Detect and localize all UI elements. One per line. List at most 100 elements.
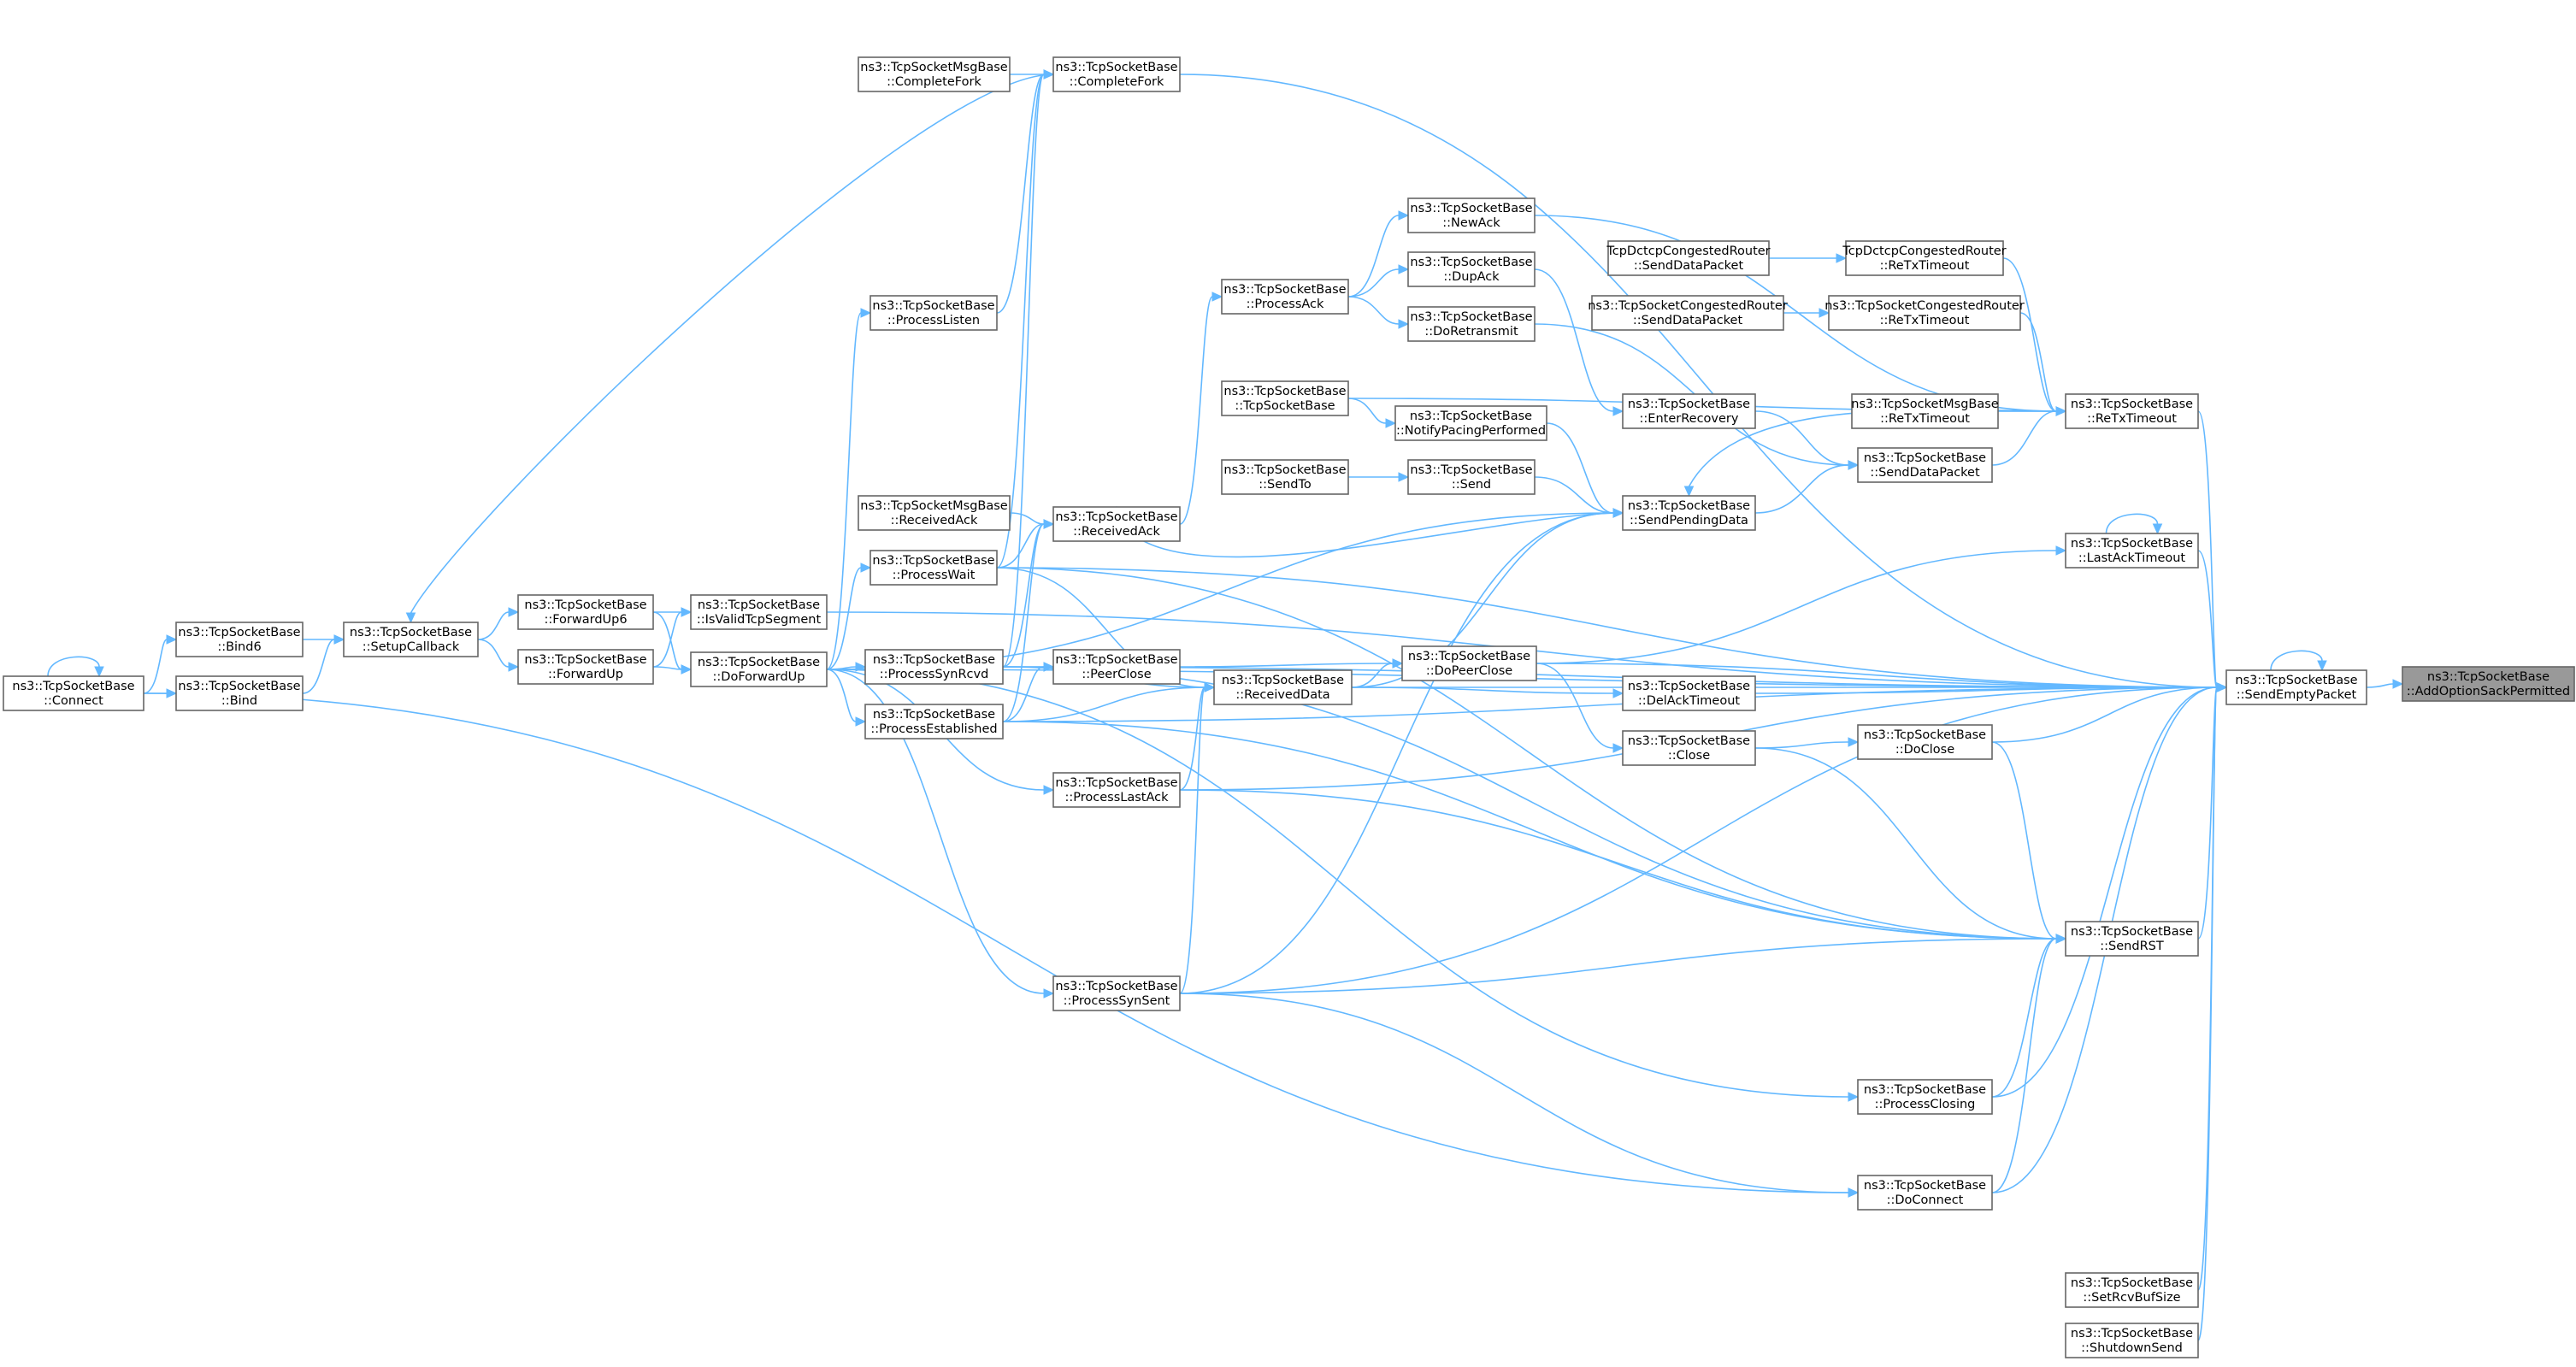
node-MsgCompleteFork[interactable]: ns3::TcpSocketMsgBase::CompleteFork bbox=[858, 56, 1011, 92]
node-label-line2: ::SendPendingData bbox=[1630, 514, 1748, 527]
node-Bind6[interactable]: ns3::TcpSocketBase::Bind6 bbox=[175, 622, 304, 657]
node-label-line2: ::DelAckTimeout bbox=[1638, 694, 1740, 708]
node-NewAck[interactable]: ns3::TcpSocketBase::NewAck bbox=[1407, 197, 1536, 233]
node-NotifyPacingPerformed[interactable]: ns3::TcpSocketBase::NotifyPacingPerforme… bbox=[1394, 405, 1547, 441]
node-Bind[interactable]: ns3::TcpSocketBase::Bind bbox=[175, 675, 304, 711]
node-label-line2: ::ReceivedAck bbox=[891, 514, 978, 527]
node-DoForwardUp[interactable]: ns3::TcpSocketBase::DoForwardUp bbox=[690, 651, 828, 687]
node-label-line2: ::ProcessAck bbox=[1247, 298, 1324, 311]
edge-ProcessSynSent-to-SendRST bbox=[1179, 934, 2067, 994]
node-CongReTxTimeout[interactable]: ns3::TcpSocketCongestedRouter::ReTxTimeo… bbox=[1824, 295, 2025, 331]
edge-SendDataPacket-to-ReTxTimeout bbox=[1991, 406, 2067, 466]
edge-DoPeerClose-to-LastAckTimeout bbox=[1536, 545, 2067, 664]
node-DctcpReTxTimeout[interactable]: TcpDctcpCongestedRouter::ReTxTimeout bbox=[1842, 240, 2007, 276]
node-SendEmptyPacket[interactable]: ns3::TcpSocketBase::SendEmptyPacket bbox=[2225, 669, 2367, 705]
node-AddOptionSackPermitted[interactable]: ns3::TcpSocketBase::AddOptionSackPermitt… bbox=[2402, 666, 2575, 702]
node-label-line1: ns3::TcpSocketBase bbox=[1864, 1179, 1986, 1193]
node-SetupCallback[interactable]: ns3::TcpSocketBase::SetupCallback bbox=[343, 622, 479, 657]
edge-Connect-to-Bind6 bbox=[143, 634, 178, 694]
node-label-line1: ns3::TcpSocketBase bbox=[1055, 776, 1177, 790]
node-label-line2: ::ProcessListen bbox=[887, 314, 980, 327]
node-ReceivedData[interactable]: ns3::TcpSocketBase::ReceivedData bbox=[1213, 669, 1353, 705]
node-DelAckTimeout[interactable]: ns3::TcpSocketBase::DelAckTimeout bbox=[1622, 675, 1756, 711]
node-label-line1: ns3::TcpSocketBase bbox=[1864, 728, 1986, 742]
node-DoClose[interactable]: ns3::TcpSocketBase::DoClose bbox=[1857, 724, 1993, 760]
node-SendPendingData[interactable]: ns3::TcpSocketBase::SendPendingData bbox=[1622, 495, 1756, 531]
edge-Close-to-DoClose bbox=[1754, 737, 1860, 749]
node-label-line2: ::SendRST bbox=[2100, 940, 2164, 953]
node-label-line2: ::ProcessWait bbox=[893, 569, 976, 582]
node-DoPeerClose[interactable]: ns3::TcpSocketBase::DoPeerClose bbox=[1401, 645, 1537, 681]
edge-SetupCallback-to-ForwardUp6 bbox=[477, 607, 520, 640]
node-EnterRecovery[interactable]: ns3::TcpSocketBase::EnterRecovery bbox=[1622, 393, 1756, 429]
node-label-line2: ::Send bbox=[1452, 478, 1491, 492]
node-CongSendDataPacket[interactable]: ns3::TcpSocketCongestedRouter::SendDataP… bbox=[1588, 295, 1788, 331]
edge-Close-to-SendRST bbox=[1754, 747, 2067, 944]
edge-CongReTxTimeout-to-ReTxTimeout bbox=[2019, 312, 2067, 416]
node-DctcpSendDataPacket[interactable]: TcpDctcpCongestedRouter::SendDataPacket bbox=[1606, 240, 1771, 276]
node-ReTxTimeout[interactable]: ns3::TcpSocketBase::ReTxTimeout bbox=[2065, 393, 2199, 429]
node-label-line2: ::DoConnect bbox=[1887, 1193, 1964, 1207]
node-ProcessAck[interactable]: ns3::TcpSocketBase::ProcessAck bbox=[1221, 279, 1349, 315]
node-Close[interactable]: ns3::TcpSocketBase::Close bbox=[1622, 730, 1756, 766]
edge-ProcessWait-to-CompleteFork bbox=[996, 69, 1055, 569]
node-label-line2: ::ProcessEstablished bbox=[870, 722, 997, 736]
node-Connect[interactable]: ns3::TcpSocketBase::Connect bbox=[3, 675, 144, 711]
node-ShutdownSend[interactable]: ns3::TcpSocketBase::ShutdownSend bbox=[2065, 1323, 2199, 1358]
edge-ForwardUp-to-IsValidTcpSegment bbox=[652, 607, 693, 668]
node-label-line1: ns3::TcpSocketBase bbox=[524, 598, 646, 612]
node-ReceivedAck[interactable]: ns3::TcpSocketBase::ReceivedAck bbox=[1052, 506, 1181, 542]
node-label-line1: ns3::TcpSocketCongestedRouter bbox=[1588, 299, 1788, 313]
node-label-line1: ns3::TcpSocketBase bbox=[2071, 1327, 2193, 1340]
node-ProcessClosing[interactable]: ns3::TcpSocketBase::ProcessClosing bbox=[1857, 1079, 1993, 1115]
edge-ProcessAck-to-DoRetransmit bbox=[1347, 296, 1410, 329]
node-ForwardUp6[interactable]: ns3::TcpSocketBase::ForwardUp6 bbox=[517, 594, 654, 630]
node-ProcessSynRcvd[interactable]: ns3::TcpSocketBase::ProcessSynRcvd bbox=[864, 649, 1004, 685]
node-label-line2: ::LastAckTimeout bbox=[2078, 551, 2186, 565]
edge-DoForwardUp-to-ProcessClosing bbox=[826, 669, 1860, 1102]
node-label-line1: ns3::TcpSocketBase bbox=[1222, 674, 1344, 687]
node-label-line2: ::DupAck bbox=[1443, 270, 1500, 284]
node-Send[interactable]: ns3::TcpSocketBase::Send bbox=[1407, 459, 1536, 495]
node-label-line1: ns3::TcpSocketBase bbox=[1223, 283, 1346, 297]
node-ProcessLastAck[interactable]: ns3::TcpSocketBase::ProcessLastAck bbox=[1052, 772, 1181, 808]
node-LastAckTimeout[interactable]: ns3::TcpSocketBase::LastAckTimeout bbox=[2065, 533, 2199, 569]
node-label-line1: ns3::TcpSocketBase bbox=[2071, 925, 2193, 939]
node-SendTo[interactable]: ns3::TcpSocketBase::SendTo bbox=[1221, 459, 1349, 495]
edge-Connect-to-DoConnect bbox=[143, 692, 1860, 1198]
node-label-line2: ::ReTxTimeout bbox=[2087, 412, 2177, 426]
node-ForwardUp[interactable]: ns3::TcpSocketBase::ForwardUp bbox=[517, 649, 654, 685]
node-label-line2: ::CompleteFork bbox=[1070, 75, 1164, 89]
edge-DctcpSendDataPacket-to-DctcpReTxTimeout bbox=[1769, 253, 1848, 263]
node-label-line1: ns3::TcpSocketBase bbox=[178, 680, 300, 693]
node-ProcessWait[interactable]: ns3::TcpSocketBase::ProcessWait bbox=[869, 550, 998, 586]
node-ProcessEstablished[interactable]: ns3::TcpSocketBase::ProcessEstablished bbox=[864, 704, 1004, 739]
node-DoRetransmit[interactable]: ns3::TcpSocketBase::DoRetransmit bbox=[1407, 306, 1536, 342]
node-TcpSocketBase[interactable]: ns3::TcpSocketBase::TcpSocketBase bbox=[1221, 380, 1349, 416]
node-label-line1: ns3::TcpSocketBase bbox=[1410, 463, 1532, 477]
node-MsgReceivedAck[interactable]: ns3::TcpSocketMsgBase::ReceivedAck bbox=[858, 495, 1011, 531]
node-label-line1: ns3::TcpSocketBase bbox=[2427, 670, 2549, 684]
node-ProcessListen[interactable]: ns3::TcpSocketBase::ProcessListen bbox=[869, 295, 998, 331]
node-label-line1: ns3::TcpSocketBase bbox=[1864, 451, 1986, 465]
node-SendRST[interactable]: ns3::TcpSocketBase::SendRST bbox=[2065, 921, 2199, 957]
node-label-line2: ::DoRetransmit bbox=[1424, 325, 1518, 339]
node-MsgReTxTimeout[interactable]: ns3::TcpSocketMsgBase::ReTxTimeout bbox=[1851, 393, 1999, 429]
edge-ProcessListen-to-CompleteFork bbox=[996, 69, 1055, 314]
node-label-line1: ns3::TcpSocketBase bbox=[1410, 310, 1532, 324]
node-label-line1: ns3::TcpSocketBase bbox=[698, 656, 820, 669]
node-label-line1: ns3::TcpSocketBase bbox=[873, 653, 995, 667]
node-label-line1: ns3::TcpSocketBase bbox=[873, 708, 995, 722]
edge-ProcessSynSent-to-SendPendingData bbox=[1179, 508, 1624, 994]
node-label-line1: ns3::TcpSocketBase bbox=[1055, 61, 1177, 74]
node-IsValidTcpSegment[interactable]: ns3::TcpSocketBase::IsValidTcpSegment bbox=[690, 594, 828, 630]
node-DoConnect[interactable]: ns3::TcpSocketBase::DoConnect bbox=[1857, 1175, 1993, 1211]
node-SetRcvBufSize[interactable]: ns3::TcpSocketBase::SetRcvBufSize bbox=[2065, 1272, 2199, 1308]
node-ProcessSynSent[interactable]: ns3::TcpSocketBase::ProcessSynSent bbox=[1052, 975, 1181, 1011]
node-PeerClose[interactable]: ns3::TcpSocketBase::PeerClose bbox=[1052, 649, 1181, 685]
node-SendDataPacket[interactable]: ns3::TcpSocketBase::SendDataPacket bbox=[1857, 447, 1993, 483]
node-label-line2: ::ForwardUp6 bbox=[544, 613, 627, 627]
edge-PeerClose-to-DoPeerClose bbox=[1179, 658, 1404, 669]
node-CompleteFork[interactable]: ns3::TcpSocketBase::CompleteFork bbox=[1052, 56, 1181, 92]
node-DupAck[interactable]: ns3::TcpSocketBase::DupAck bbox=[1407, 251, 1536, 287]
